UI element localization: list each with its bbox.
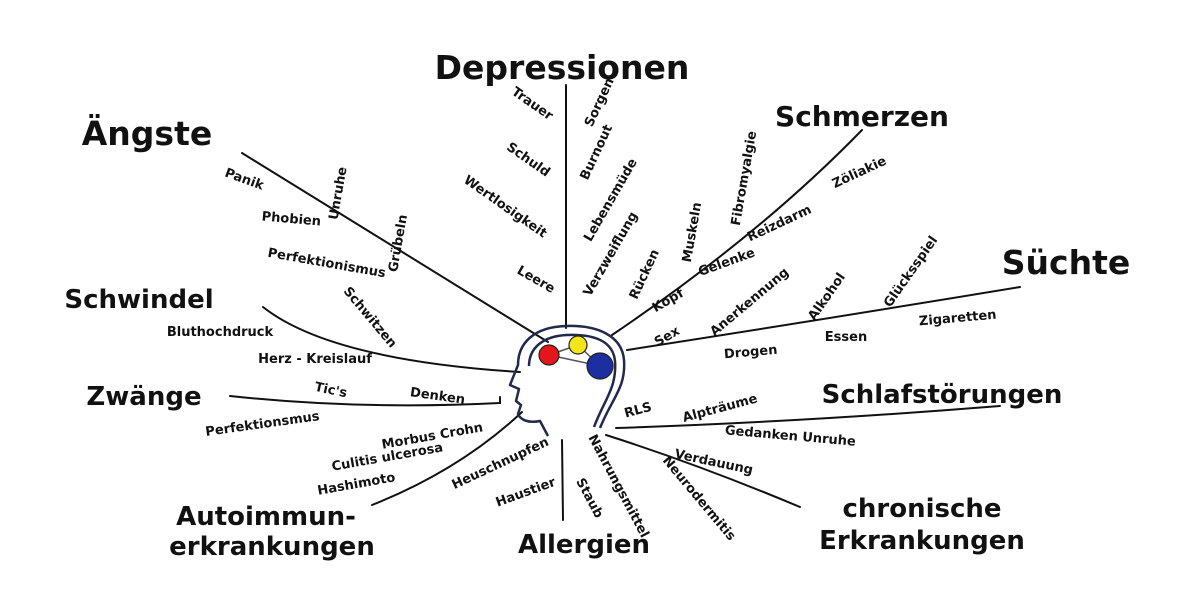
item-hashimoto: Hashimoto	[316, 470, 396, 498]
branch-schmerzen	[611, 129, 863, 336]
category-schmerzen: Schmerzen	[775, 100, 949, 133]
item-staub: Staub	[572, 476, 605, 521]
category-autoimmun-line1: Autoimmun-	[176, 502, 356, 532]
item-herz-kreislauf: Herz - Kreislauf	[258, 352, 372, 367]
item-gluecksspiel: Glücksspiel	[881, 234, 941, 311]
item-gedanken-unruhe: Gedanken Unruhe	[724, 423, 856, 449]
head-icon	[508, 324, 626, 437]
item-zoeliakie: Zöliakie	[830, 154, 889, 192]
branch-aengste	[241, 152, 549, 343]
item-tics: Tic's	[313, 380, 348, 402]
item-sex: Sex	[652, 324, 683, 351]
item-zigaretten: Zigaretten	[918, 308, 997, 330]
item-alptraeume: Alpträume	[681, 391, 759, 425]
category-schwindel: Schwindel	[64, 285, 213, 315]
branch-chronische	[605, 434, 801, 508]
category-zwaenge: Zwänge	[86, 382, 201, 412]
item-essen: Essen	[825, 330, 867, 345]
item-leere: Leere	[514, 263, 557, 297]
item-phobien: Phobien	[261, 209, 322, 229]
category-depressionen: Depressionen	[435, 48, 690, 87]
branch-suechte	[626, 286, 1021, 351]
blue-dot-icon	[586, 352, 614, 380]
item-burnout: Burnout	[578, 123, 617, 183]
item-rls: RLS	[623, 400, 654, 422]
item-kopf: Kopf	[650, 286, 687, 316]
branch-zwaenge	[229, 395, 501, 407]
item-wertlosigkeit: Wertlosigkeit	[461, 173, 550, 241]
item-ruecken: Rücken	[627, 247, 663, 302]
item-unruhe: Unruhe	[327, 166, 351, 222]
item-nahrungsmittel: Nahrungsmittel	[585, 432, 652, 540]
category-suechte: Süchte	[1002, 243, 1130, 282]
branch-schlafstoerungen	[615, 405, 1001, 429]
branch-allergien	[561, 439, 564, 521]
item-anerkennung: Anerkennung	[707, 265, 792, 339]
item-bluthochdruck: Bluthochdruck	[167, 325, 274, 340]
item-perfektionismus-aengste: Perfektionismus	[266, 246, 387, 282]
red-dot-icon	[538, 344, 560, 366]
branch-schwindel	[262, 306, 521, 373]
yellow-dot-icon	[568, 335, 588, 355]
category-schlafstoerungen: Schlafstörungen	[822, 380, 1063, 410]
item-panik: Panik	[223, 166, 266, 194]
item-muskeln: Muskeln	[680, 201, 705, 263]
item-schwitzen: Schwitzen	[340, 284, 399, 351]
category-autoimmun-line2: erkrankungen	[169, 532, 375, 562]
category-aengste: Ängste	[82, 113, 212, 153]
item-drogen: Drogen	[723, 343, 778, 363]
item-perfektionsmus-zwaenge: Perfektionsmus	[205, 409, 321, 440]
category-chronische-line1: chronische	[842, 494, 1001, 524]
item-haustier: Haustier	[494, 475, 558, 511]
item-trauer: Trauer	[508, 84, 556, 124]
category-allergien: Allergien	[518, 530, 650, 560]
item-schuld: Schuld	[503, 140, 552, 181]
category-chronische-line2: Erkrankungen	[819, 526, 1025, 556]
branch-autoimmun	[371, 411, 523, 506]
item-fibromyalgie: Fibromyalgie	[729, 130, 760, 227]
